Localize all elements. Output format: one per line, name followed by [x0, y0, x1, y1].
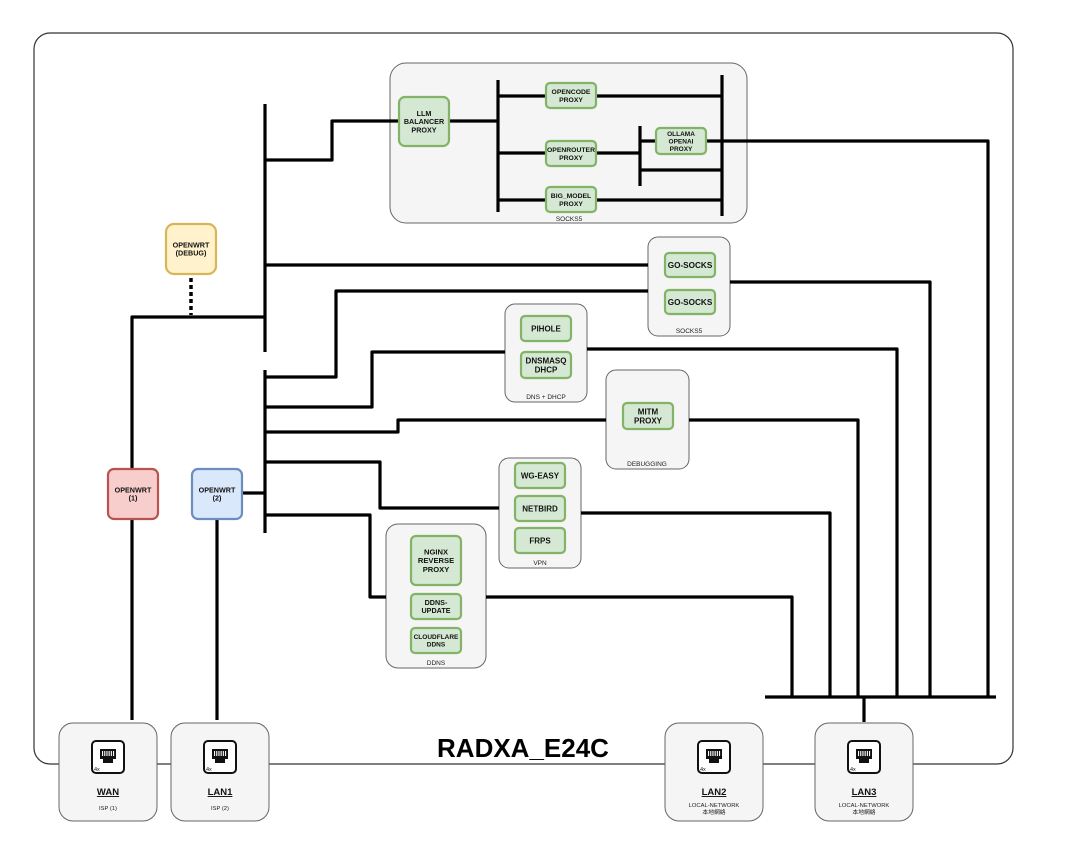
wgeasy-node[interactable]: WG-EASY: [513, 461, 567, 490]
wgeasy-label: WG-EASY: [521, 471, 560, 480]
ethernet-port-icon: 4x: [203, 740, 237, 774]
openrouter-box: [544, 139, 598, 168]
connection-lines: [130, 75, 996, 722]
port-wan-sub: ISP (1): [99, 806, 117, 812]
ethernet-port-icon: 4x: [697, 740, 731, 774]
gosocks-group-caption: SOCKS5: [676, 328, 703, 335]
mitm-box: [621, 401, 675, 431]
opencode-box: [544, 81, 598, 110]
gosocks2-node[interactable]: GO-SOCKS: [663, 288, 717, 316]
big-model-box: [544, 185, 598, 214]
pihole-label: PIHOLE: [531, 324, 561, 333]
openwrt2-node[interactable]: OPENWRT(2): [190, 467, 244, 521]
ddns-update-node[interactable]: DDNS-UPDATE: [409, 592, 463, 621]
gosocks2-box: [663, 288, 717, 316]
netbird-box: [513, 494, 567, 523]
pihole-node[interactable]: PIHOLE: [519, 314, 573, 343]
openwrt-debug-label: OPENWRT(DEBUG): [173, 240, 210, 257]
openwrt-debug-box: [164, 222, 218, 276]
device-frame: [33, 32, 1014, 765]
gosocks2-label: GO-SOCKS: [668, 298, 713, 307]
frps-box: [513, 526, 567, 555]
gosocks1-node[interactable]: GO-SOCKS: [663, 251, 717, 279]
netbird-node[interactable]: NETBIRD: [513, 494, 567, 523]
openwrt2-label: OPENWRT(2): [199, 485, 236, 502]
port-lan1-badge: 4x: [206, 767, 212, 773]
netbird-label: NETBIRD: [522, 504, 558, 513]
gosocks-group: [647, 236, 731, 337]
llm-group-caption: SOCKS5: [556, 216, 583, 223]
group-captions: SOCKS5 SOCKS5 DNS + DHCP DEBUGGING VPN D…: [427, 216, 703, 667]
frps-node[interactable]: FRPS: [513, 526, 567, 555]
openwrt1-box: [106, 467, 160, 521]
ddns-group-caption: DDNS: [427, 660, 446, 667]
wgeasy-box: [513, 461, 567, 490]
dnsmasq-box: [519, 350, 573, 380]
port-lan3-badge: 4x: [850, 767, 856, 773]
port-lan3-name: LAN3: [852, 787, 877, 798]
vpn-group-caption: VPN: [533, 560, 547, 567]
ethernet-port-icon: 4x: [847, 740, 881, 774]
device-title: RADXA_E24C: [437, 733, 609, 763]
port-lan1-sub: ISP (2): [211, 806, 229, 812]
debug-group-caption: DEBUGGING: [627, 461, 667, 468]
dns-group-caption: DNS + DHCP: [526, 394, 566, 401]
cloudflare-box: [409, 626, 463, 655]
gosocks1-box: [663, 251, 717, 279]
ethernet-port-icon: 4x: [91, 740, 125, 774]
openwrt-debug-node[interactable]: OPENWRT(DEBUG): [164, 222, 218, 276]
openwrt2-box: [190, 467, 244, 521]
openwrt1-node[interactable]: OPENWRT(1): [106, 467, 160, 521]
gosocks1-label: GO-SOCKS: [668, 261, 713, 270]
nginx-box: [409, 534, 463, 587]
ollama-box: [654, 126, 708, 156]
openwrt1-label: OPENWRT(1): [115, 485, 152, 502]
port-lan2-name: LAN2: [702, 787, 727, 798]
port-lan1-name: LAN1: [208, 787, 234, 798]
frps-label: FRPS: [529, 536, 551, 545]
ddns-update-label: DDNS-UPDATE: [421, 598, 450, 615]
port-wan-name: WAN: [97, 787, 119, 798]
port-wan-badge: 4x: [94, 767, 100, 773]
llm-balancer-box: [397, 95, 451, 148]
pihole-box: [519, 314, 573, 343]
port-lan2-badge: 4x: [700, 767, 706, 773]
ddns-update-box: [409, 592, 463, 621]
